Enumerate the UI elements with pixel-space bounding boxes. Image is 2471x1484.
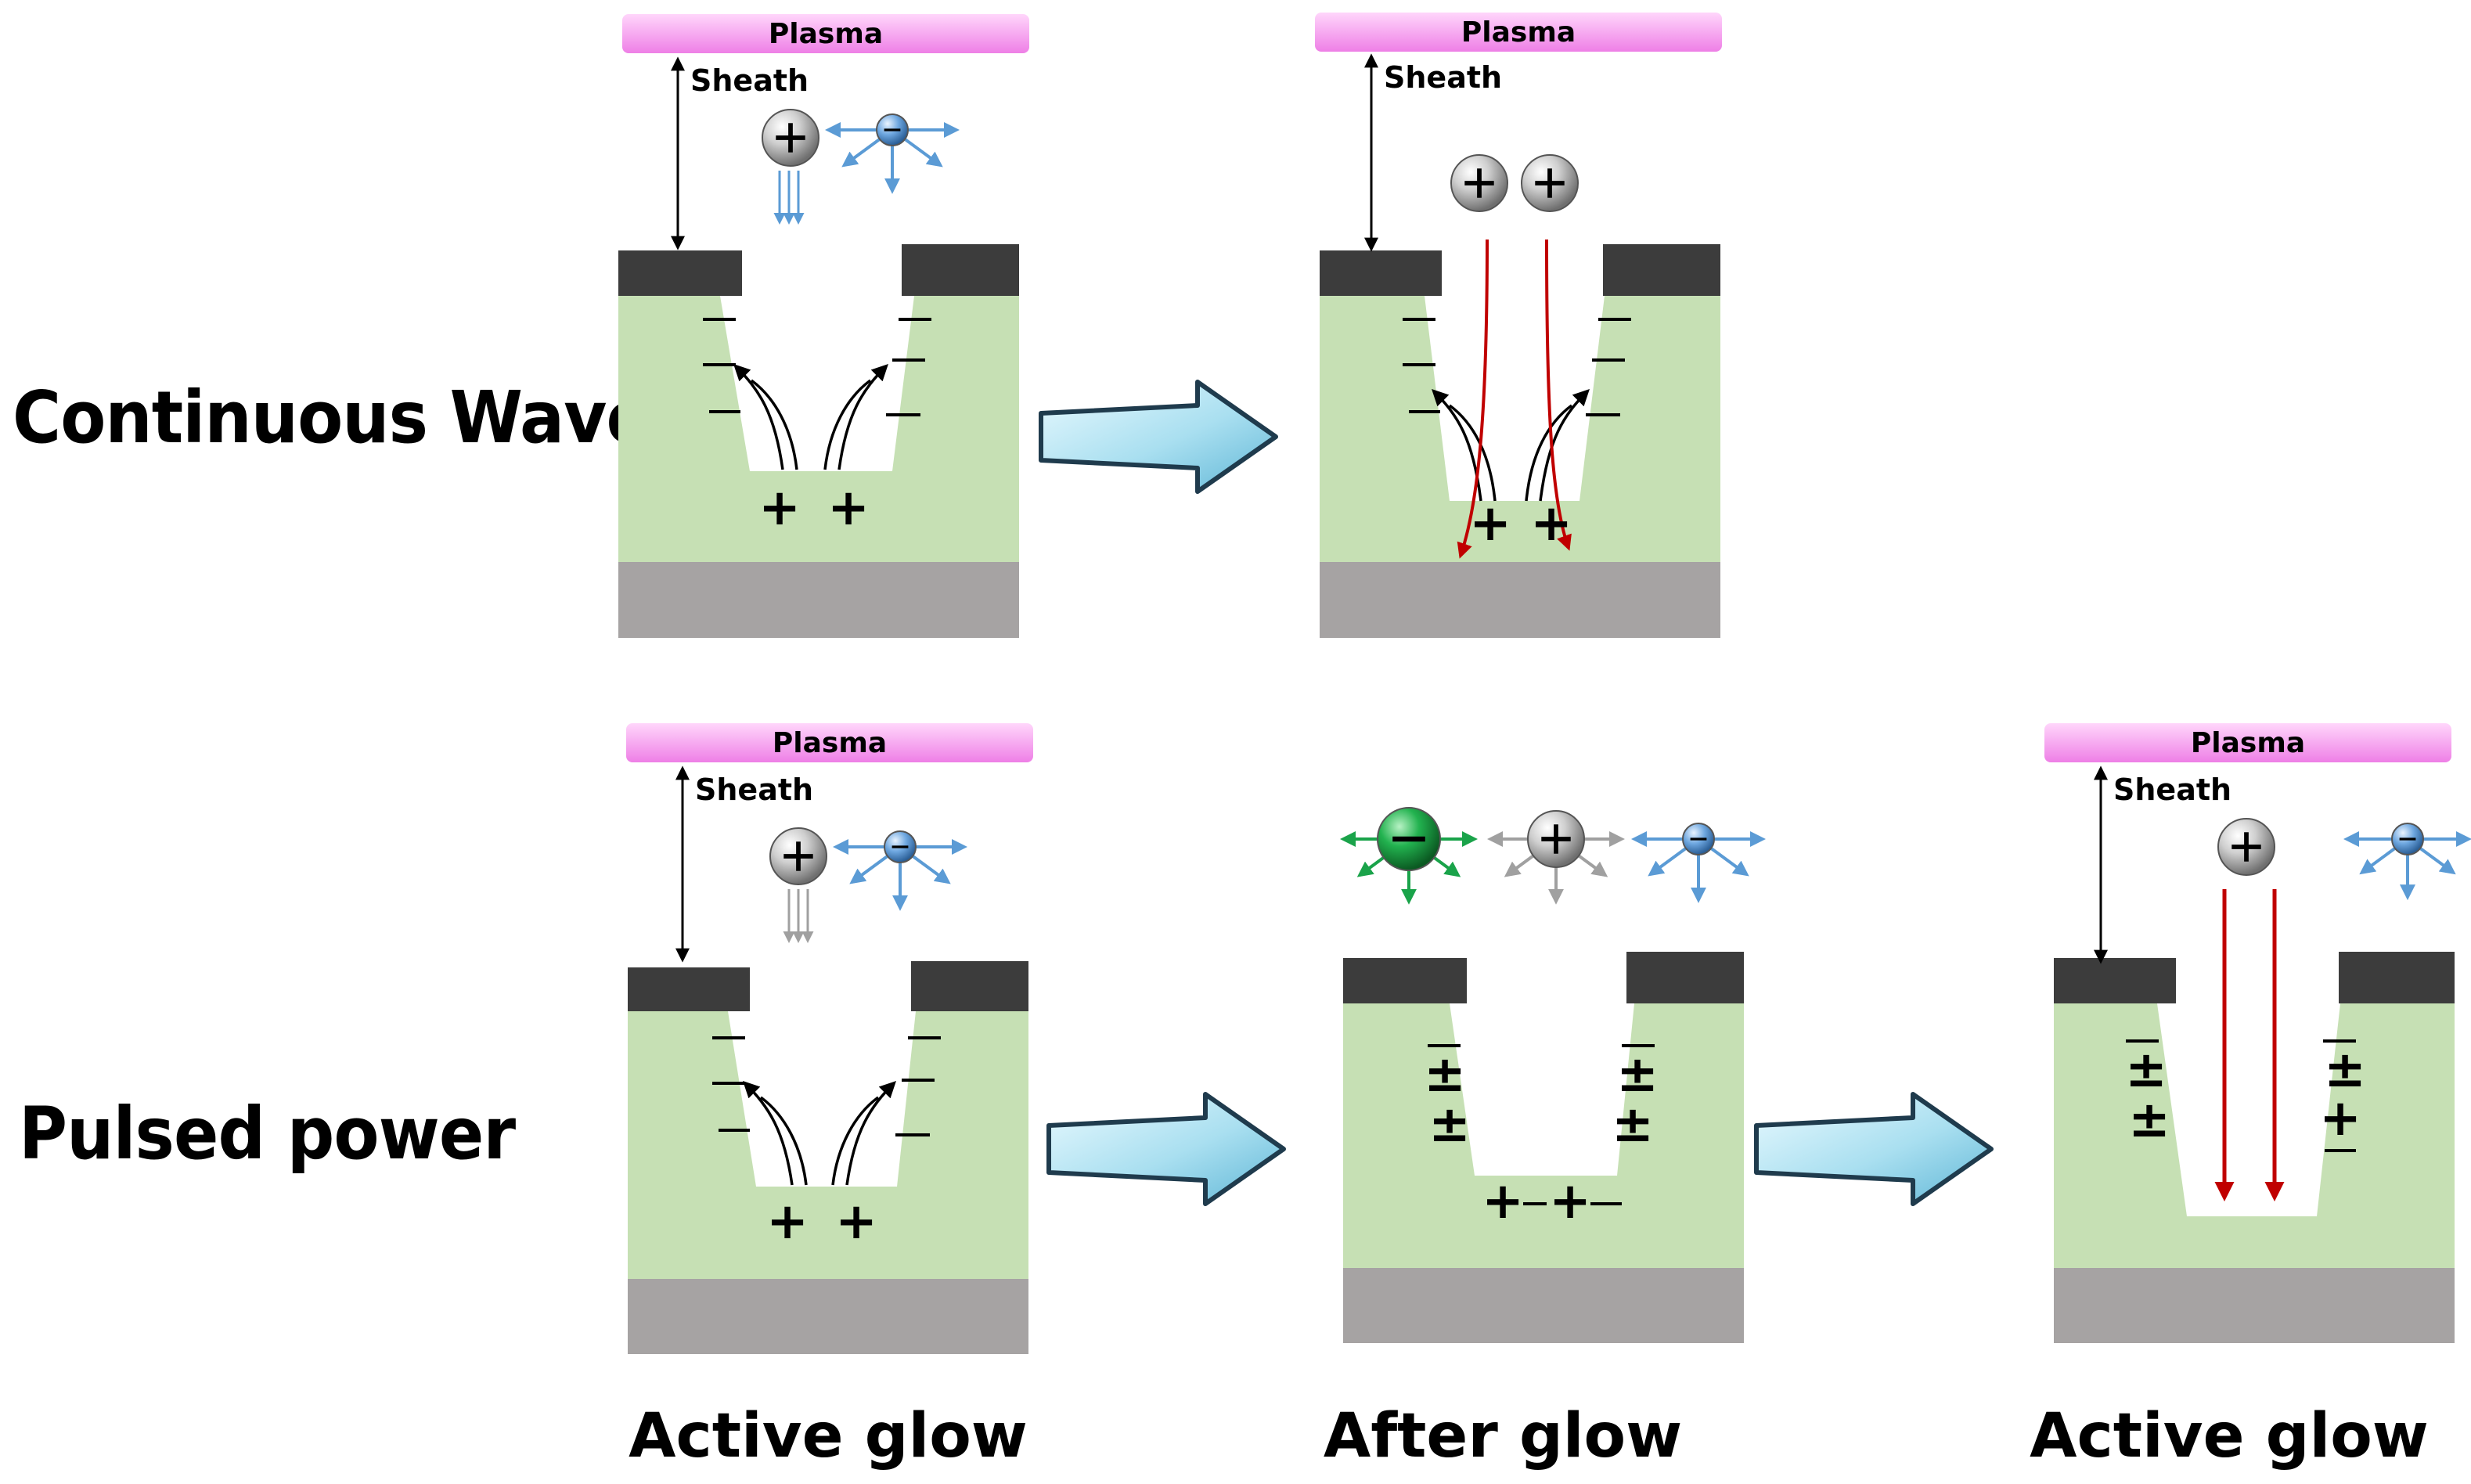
- panel-pulsed-active-base-layer: [628, 1279, 1028, 1354]
- pulsed-active-2-pm-left-1: ±: [2125, 1041, 2167, 1099]
- panel-pulsed-after-mask-right: [1626, 952, 1744, 1003]
- pulsed-active-electron: [884, 830, 917, 863]
- row-label-pulsed-power: Pulsed power: [19, 1092, 516, 1176]
- cw-after-positive-ion-1: [1450, 154, 1508, 212]
- pulsed-active-bottom-plus-2: +: [835, 1193, 877, 1251]
- pulsed-after-pm-right-2: ±: [1612, 1096, 1654, 1154]
- process-arrow-pulsed-2-shape: [1754, 1092, 1994, 1206]
- cw-after-bottom-plus-2: +: [1530, 495, 1572, 553]
- panel-pulsed-active-plasma-bar: [626, 723, 1033, 762]
- process-arrow-cw-shape: [1039, 380, 1278, 494]
- panel-pulsed-active-plasma-label: Plasma: [773, 727, 887, 759]
- cw-active-bottom-plus-2: +: [827, 479, 870, 537]
- panel-cw-after-base-layer: [1320, 562, 1720, 638]
- pulsed-active-bottom-plus-1: +: [766, 1193, 809, 1251]
- pulsed-after-positive-ion: [1527, 810, 1585, 868]
- process-arrow-pulsed-2: [1754, 1092, 1994, 1206]
- panel-pulsed-active-trench: [728, 1011, 916, 1187]
- column-label-after-glow: After glow: [1323, 1401, 1683, 1471]
- panel-cw-after-plasma-label: Plasma: [1461, 16, 1576, 49]
- panel-pulsed-after-base-layer: [1343, 1268, 1744, 1343]
- panel-cw-after-trench: [1425, 296, 1605, 501]
- cw-after-positive-ion-2: [1521, 154, 1579, 212]
- column-label-active-glow-2: Active glow: [2030, 1401, 2429, 1471]
- panel-pulsed-active-2-trench: [2157, 1003, 2340, 1216]
- panel-pulsed-active-2-sheath-label: Sheath: [2113, 773, 2231, 807]
- panel-cw-active-mask-left: [618, 250, 742, 296]
- panel-pulsed-active-mask-left: [628, 967, 750, 1011]
- panel-cw-active-plasma-label: Plasma: [769, 18, 883, 50]
- panel-pulsed-active-2-mask-right: [2339, 952, 2455, 1003]
- pulsed-after-negative-ion: [1377, 807, 1441, 871]
- cw-after-deflect-right-2: [1525, 404, 1573, 502]
- pulsed-active-deflect-left-1: [743, 1081, 794, 1186]
- panel-pulsed-after-mask-left: [1343, 958, 1467, 1003]
- pulsed-after-bottom-plus-2: +: [1549, 1172, 1591, 1230]
- cw-after-ion-trajectory-left: [1457, 239, 1489, 559]
- panel-pulsed-active-sheath-label: Sheath: [695, 773, 813, 807]
- panel-cw-after-plasma-bar: [1315, 13, 1722, 52]
- panel-cw-active-base-layer: [618, 562, 1019, 638]
- pulsed-after-electron: [1682, 823, 1715, 855]
- cw-active-bottom-plus-1: +: [758, 479, 801, 537]
- pulsed-active-2-electron: [2391, 823, 2424, 855]
- cw-active-deflect-right-2: [823, 379, 872, 470]
- panel-pulsed-active-2-base-layer: [2054, 1268, 2455, 1343]
- cw-after-deflect-right-1: [1539, 389, 1590, 502]
- pulsed-active-positive-ion: [769, 827, 827, 885]
- panel-cw-active-mask-right: [902, 244, 1019, 296]
- panel-cw-after-sheath-label: Sheath: [1384, 60, 1502, 95]
- pulsed-active-deflect-right-1: [845, 1081, 896, 1186]
- cw-active-ion-flux: [773, 171, 805, 225]
- pulsed-active-2-positive-ion: [2217, 818, 2275, 876]
- pulsed-active-2-pm-right-1: ±: [2324, 1041, 2366, 1099]
- row-label-continuous-wave: Continuous Wave: [13, 376, 651, 459]
- panel-cw-after-mask-right: [1603, 244, 1720, 296]
- pulsed-active-deflect-left-2: [759, 1096, 808, 1186]
- panel-pulsed-active-mask-right: [911, 961, 1028, 1011]
- pulsed-after-bottom-plus-1: +: [1482, 1172, 1524, 1230]
- panel-cw-active-plasma-bar: [622, 14, 1029, 53]
- process-arrow-pulsed-1: [1046, 1092, 1286, 1206]
- cw-active-deflect-right-1: [837, 364, 888, 470]
- panel-cw-after-mask-left: [1320, 250, 1442, 296]
- panel-cw-active-sheath-label: Sheath: [690, 63, 809, 98]
- cw-after-ion-trajectory-right: [1545, 239, 1572, 551]
- process-arrow-cw: [1039, 380, 1278, 494]
- process-arrow-pulsed-1-shape: [1046, 1092, 1286, 1206]
- pulsed-after-pm-right-1: ±: [1616, 1046, 1659, 1104]
- cw-active-electron: [876, 113, 909, 146]
- pulsed-after-pm-left-2: ±: [1428, 1096, 1471, 1154]
- cw-active-deflect-left-1: [733, 364, 784, 470]
- pulsed-after-pm-left-1: ±: [1424, 1046, 1466, 1104]
- cw-active-deflect-left-2: [750, 379, 798, 470]
- pulsed-active-deflect-right-2: [831, 1096, 880, 1186]
- panel-pulsed-active-2-mask-left: [2054, 958, 2176, 1003]
- pulsed-active-2-pm-left-2: ±: [2128, 1091, 2170, 1149]
- cw-active-positive-ion: [762, 109, 819, 167]
- panel-cw-active-trench: [720, 296, 914, 471]
- pulsed-active-2-plus-right-2: +: [2319, 1090, 2361, 1147]
- cw-after-bottom-plus-1: +: [1469, 495, 1511, 553]
- panel-pulsed-active-2-plasma-label: Plasma: [2191, 727, 2305, 759]
- column-label-active-glow-1: Active glow: [629, 1401, 1028, 1471]
- pulsed-active-ion-flux: [783, 889, 814, 943]
- panel-pulsed-after-trench: [1450, 1003, 1634, 1176]
- panel-pulsed-active-2-plasma-bar: [2044, 723, 2451, 762]
